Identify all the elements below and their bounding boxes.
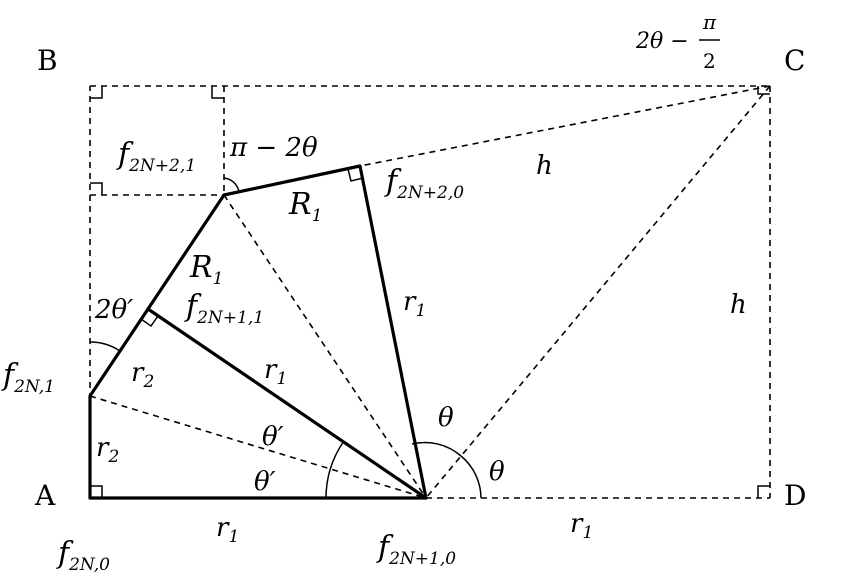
length-label-h-right: h <box>730 290 747 320</box>
angle-arc-theta-lower <box>460 455 482 499</box>
length-label-r2-left: r2 <box>96 433 119 467</box>
angle-label-pi-minus-2theta: π − 2θ <box>229 133 318 163</box>
node-label-f2N11: f2N+1,1 <box>184 289 264 328</box>
right-angle-sq-bl <box>90 182 103 195</box>
node-label-f2N0: f2N,0 <box>56 536 110 575</box>
dashed-construction-lines <box>89 85 771 499</box>
node-label-f2N10: f2N+1,0 <box>376 530 456 569</box>
right-angle-f2N11 <box>140 315 159 328</box>
length-label-R1-left: R1 <box>189 250 223 289</box>
right-angle-f2N20 <box>347 168 364 182</box>
diag-C-to-center <box>425 85 771 499</box>
angle-pi-numerator: π <box>702 10 717 34</box>
angle-label-theta-upper: θ <box>438 403 454 433</box>
length-label-r1-spoke-f2N11: r1 <box>264 355 287 389</box>
angle-label-theta-lower: θ <box>489 457 505 487</box>
vertex-label-A: A <box>34 479 56 512</box>
right-angle-markers <box>90 86 770 498</box>
length-label-h-top: h <box>536 151 553 181</box>
diag-f2N21-to-center <box>223 194 427 499</box>
length-label-R1-top: R1 <box>288 187 322 226</box>
length-label-r2-upper: r2 <box>131 358 154 392</box>
angle-two-denominator: 2 <box>703 49 716 73</box>
angle-arc-2theta-prime <box>89 341 121 352</box>
angle-label-theta-prime-upper: θ′ <box>262 422 284 452</box>
diag-C-to-f2N20 <box>359 85 771 167</box>
spoke-to-f2N11 <box>146 307 428 500</box>
right-angle-A <box>90 485 103 498</box>
node-label-f2N1: f2N,1 <box>1 358 55 397</box>
length-label-r1-bottom-right: r1 <box>570 509 593 543</box>
angle-arc-theta-upper <box>411 441 462 457</box>
angle-label-2theta-prime: 2θ′ <box>94 295 133 325</box>
vertex-label-D: D <box>784 479 806 512</box>
length-label-r1-spoke-f2N20: r1 <box>403 287 426 321</box>
angle-arc-theta-prime <box>325 440 345 499</box>
right-angle-C <box>757 86 770 95</box>
angle-label-2theta-minus-pi-half: 2θ − π 2 <box>635 10 720 73</box>
right-angle-sq-tr <box>211 86 224 99</box>
vertex-label-B: B <box>37 44 58 77</box>
angle-arc-pi-minus-2theta <box>223 177 240 193</box>
angle-label-theta-prime-lower: θ′ <box>254 467 276 497</box>
node-label-f2N20: f2N+2,0 <box>384 164 464 203</box>
node-label-f2N21: f2N+2,1 <box>116 137 196 176</box>
polygon-outline <box>88 164 428 500</box>
right-angle-D <box>757 485 770 498</box>
angle-arcs <box>89 177 482 499</box>
vertex-label-C: C <box>784 44 805 77</box>
solid-edges <box>88 164 428 500</box>
angle-2theta-minus-part: 2θ − <box>635 29 689 54</box>
diag-f2N1-to-center <box>89 395 427 499</box>
length-label-r1-bottom-left: r1 <box>216 513 239 547</box>
right-angle-B <box>90 86 103 99</box>
